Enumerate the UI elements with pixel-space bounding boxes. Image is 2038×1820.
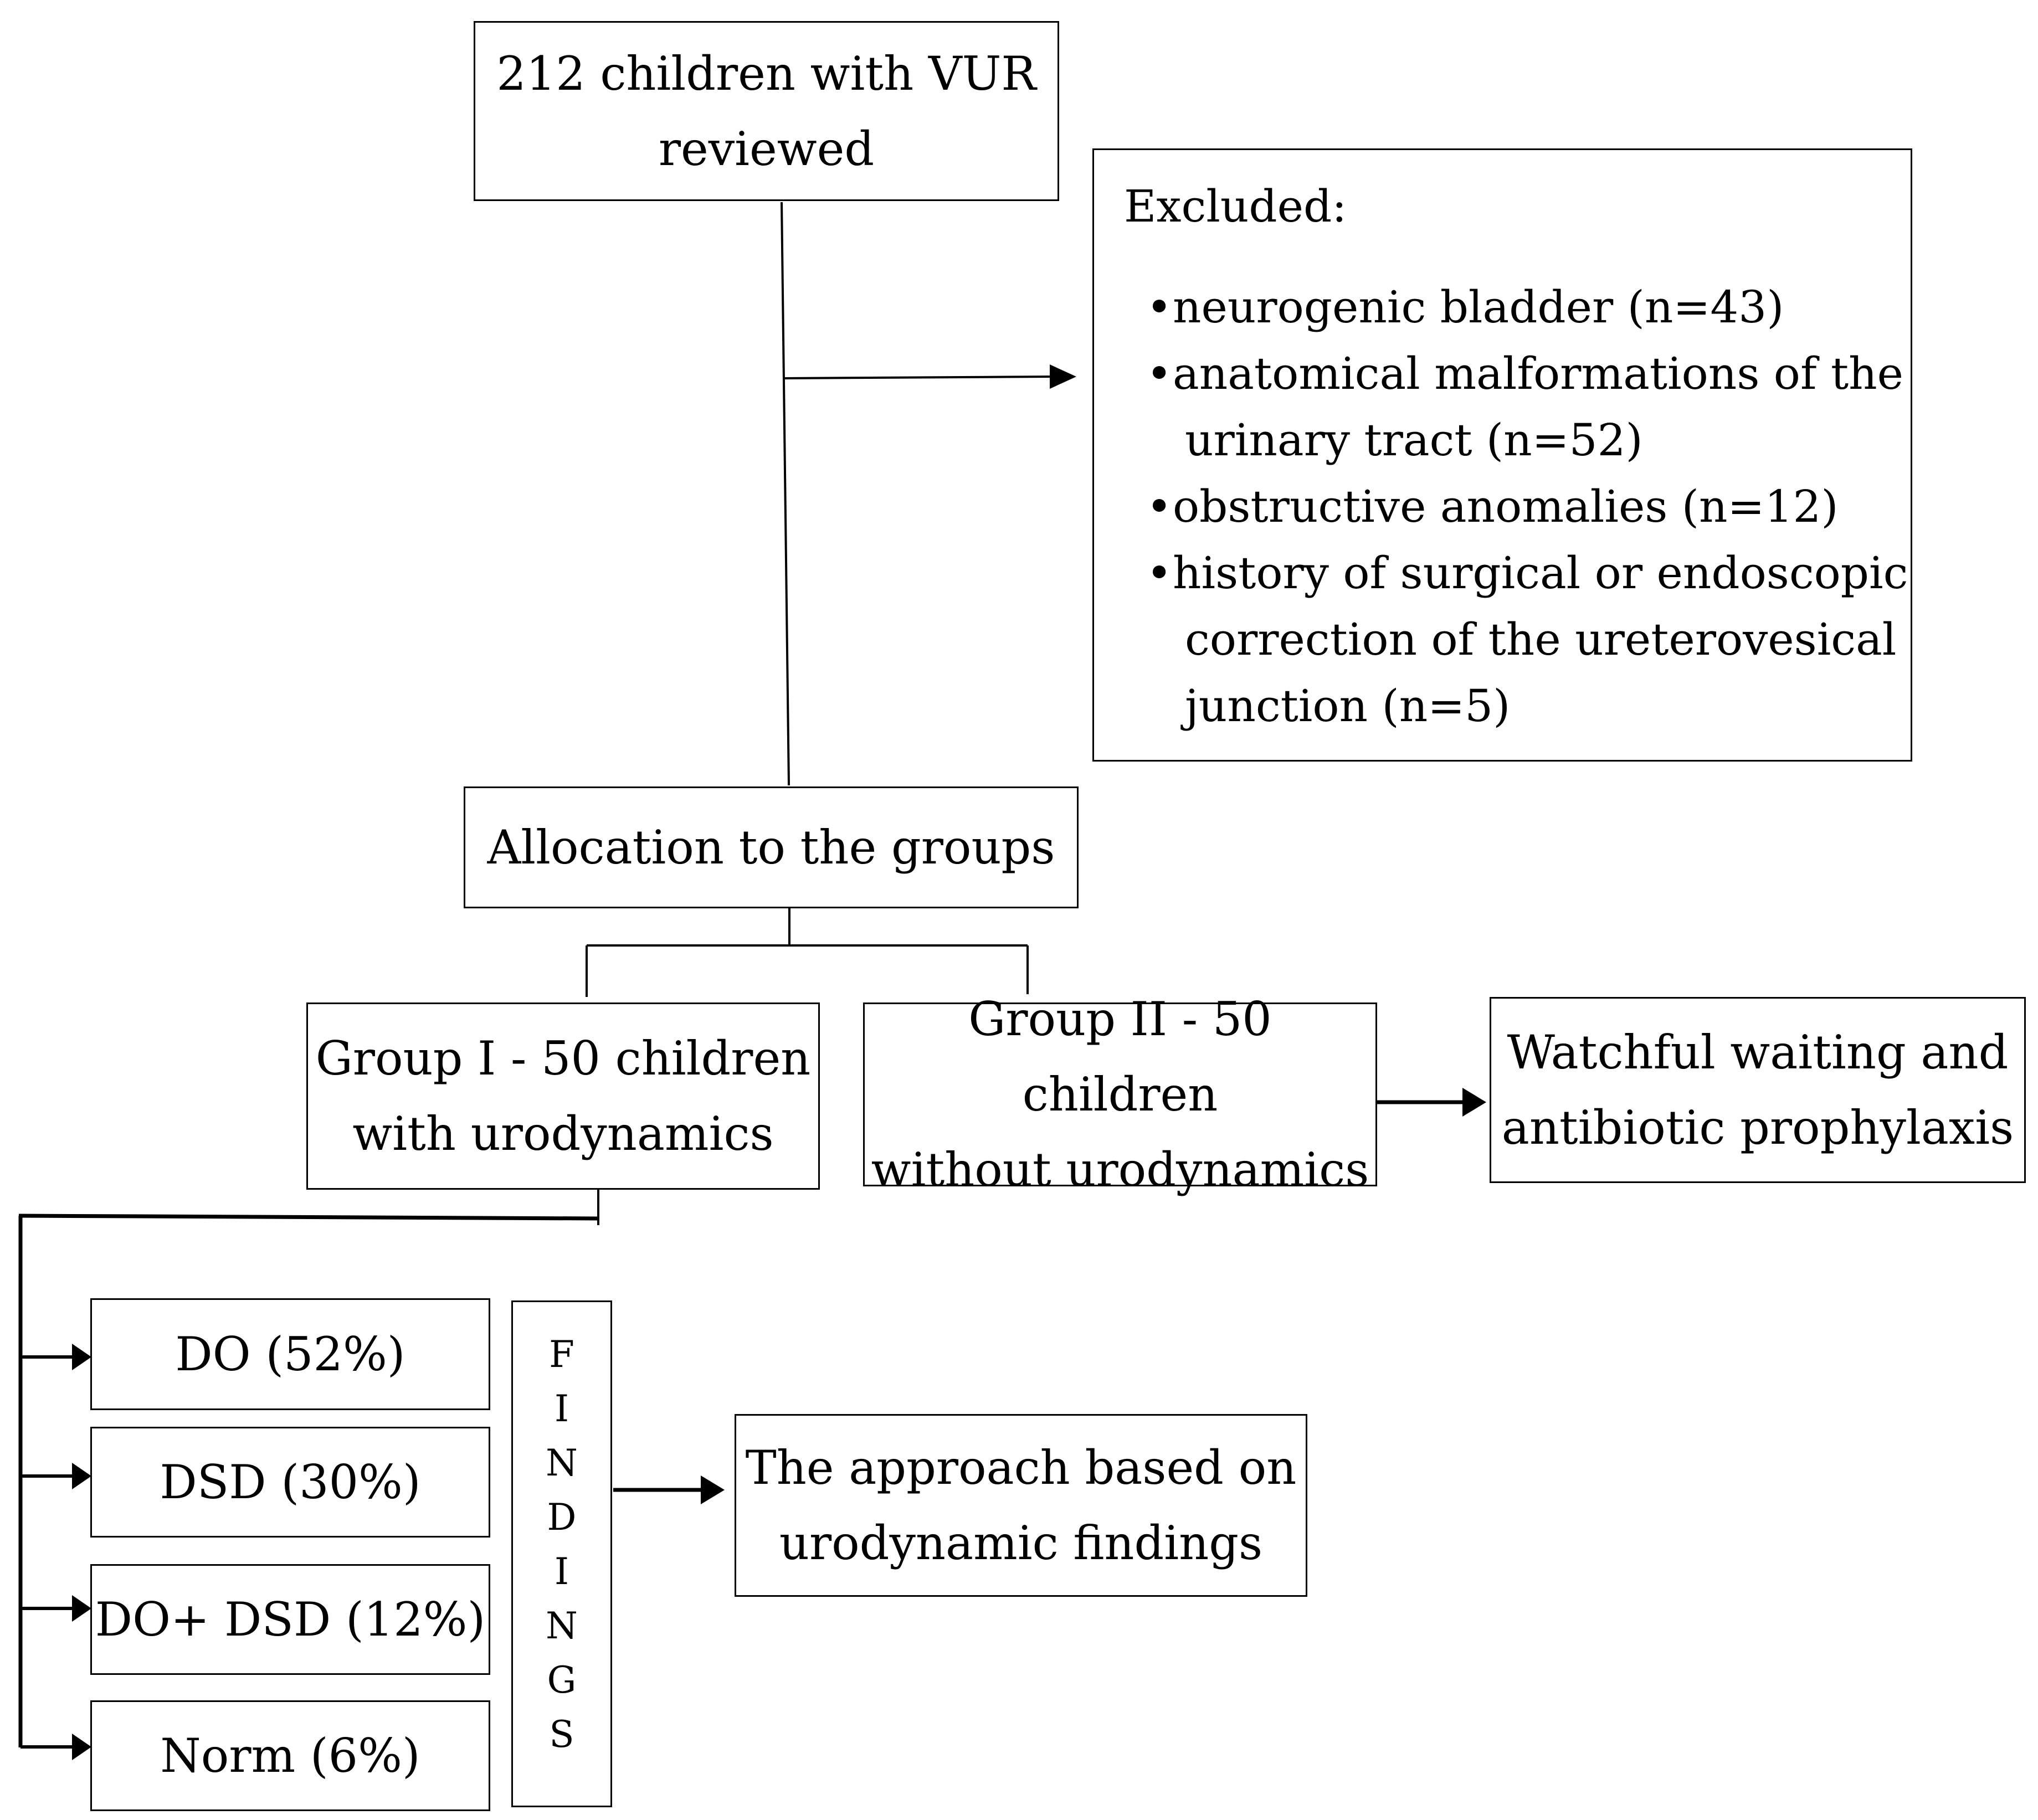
excluded-item-text: history of surgical or endoscopic correc…	[1173, 547, 1908, 732]
group1-box: Group I - 50 children with urodynamics	[306, 1002, 820, 1190]
result-do-dsd-box: DO+ DSD (12%)	[90, 1564, 490, 1675]
findings-letter: G	[547, 1659, 577, 1701]
group1-line-2: with urodynamics	[352, 1107, 774, 1161]
reviewed-line-2: reviewed	[658, 121, 875, 176]
reviewed-line-1: 212 children with VUR	[496, 46, 1036, 101]
watchful-line-2: antibiotic prophylaxis	[1501, 1101, 2014, 1155]
excluded-item-text: anatomical malformations of the urinary …	[1173, 348, 1904, 466]
connector-excluded-branch	[782, 376, 1050, 379]
approach-line-2: urodynamic findings	[779, 1516, 1263, 1570]
findings-letter: F	[549, 1333, 574, 1376]
excluded-item: •anatomical malformations of the urinary…	[1146, 341, 1911, 474]
arrowhead-approach	[701, 1475, 725, 1504]
findings-letter: I	[554, 1550, 569, 1593]
watchful-line-1: Watchful waiting and	[1507, 1025, 2009, 1079]
excluded-item-text: obstructive anomalies (n=12)	[1173, 481, 1839, 532]
bullet-icon: •	[1146, 281, 1173, 333]
excluded-item: •neurogenic bladder (n=43)	[1146, 274, 1911, 341]
findings-letter: D	[547, 1496, 577, 1539]
approach-line-1: The approach based on	[745, 1441, 1297, 1495]
group2-line-1: Group II - 50 children	[968, 992, 1272, 1122]
findings-letter: N	[546, 1442, 578, 1484]
excluded-list: •neurogenic bladder (n=43) •anatomical m…	[1124, 274, 1911, 739]
allocation-label: Allocation to the groups	[487, 820, 1055, 875]
findings-letter: N	[546, 1605, 578, 1647]
result-do-box: DO (52%)	[90, 1298, 490, 1410]
findings-letter: S	[549, 1713, 574, 1756]
excluded-item: •obstructive anomalies (n=12)	[1146, 474, 1911, 540]
result-do-dsd-label: DO+ DSD (12%)	[95, 1592, 486, 1647]
bullet-icon: •	[1146, 348, 1173, 399]
arrowhead-norm	[72, 1734, 91, 1760]
arrowhead-excluded	[1050, 364, 1076, 389]
group2-line-2: without urodynamics	[871, 1143, 1369, 1197]
group1-line-1: Group I - 50 children	[315, 1031, 811, 1086]
watchful-box: Watchful waiting and antibiotic prophyla…	[1490, 997, 2026, 1183]
arrowhead-do	[72, 1344, 91, 1370]
findings-letter: I	[554, 1387, 569, 1430]
result-dsd-box: DSD (30%)	[90, 1427, 490, 1538]
bullet-icon: •	[1146, 481, 1173, 532]
arrowhead-dsd	[72, 1463, 91, 1489]
reviewed-box: 212 children with VUR reviewed	[474, 21, 1059, 201]
group2-box: Group II - 50 children without urodynami…	[863, 992, 1377, 1197]
excluded-item: •history of surgical or endoscopic corre…	[1146, 540, 1911, 739]
result-norm-box: Norm (6%)	[90, 1700, 490, 1811]
result-do-label: DO (52%)	[175, 1327, 405, 1381]
connector-reviewed-to-allocation	[781, 202, 790, 786]
excluded-box: Excluded: •neurogenic bladder (n=43) •an…	[1092, 148, 1912, 762]
approach-box: The approach based on urodynamic finding…	[735, 1414, 1307, 1597]
allocation-box: Allocation to the groups	[464, 786, 1079, 908]
result-norm-label: Norm (6%)	[160, 1729, 420, 1783]
findings-label-box: F I N D I N G S	[511, 1300, 612, 1807]
connector-findings-bar	[18, 1214, 600, 1221]
bullet-icon: •	[1146, 547, 1173, 599]
arrowhead-watchful	[1462, 1088, 1486, 1117]
arrowhead-do-dsd	[72, 1595, 91, 1622]
result-dsd-label: DSD (30%)	[160, 1455, 421, 1509]
excluded-title: Excluded:	[1124, 181, 1347, 232]
excluded-item-text: neurogenic bladder (n=43)	[1173, 281, 1784, 333]
